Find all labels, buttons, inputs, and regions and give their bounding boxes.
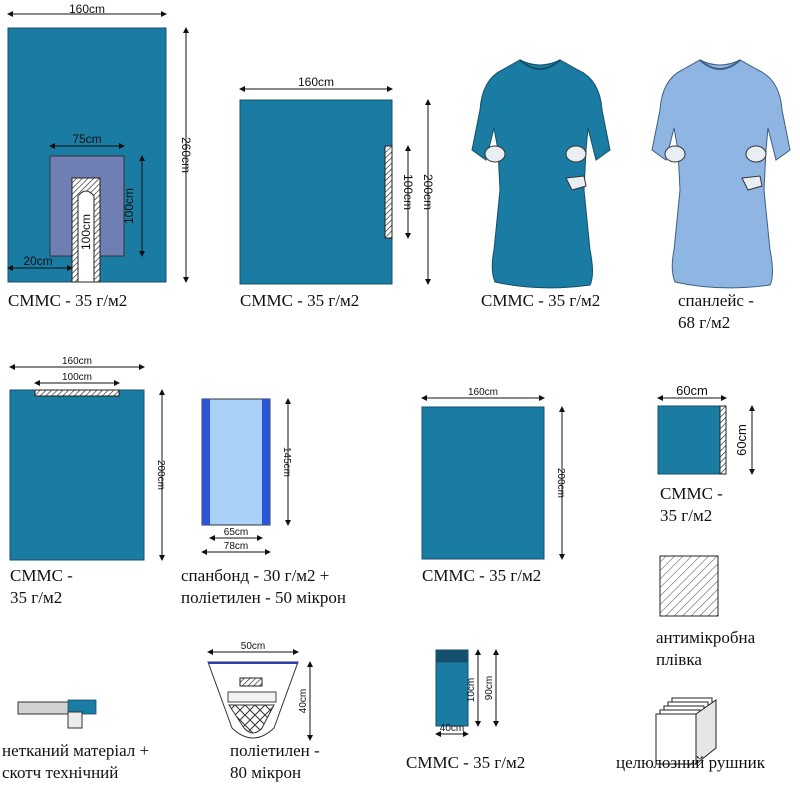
caption-pouch: поліетилен - 80 мікрон [230, 740, 320, 784]
cover-small-sheet [435, 649, 469, 727]
dim-width: 40cm [440, 723, 464, 734]
dim-height: 60cm [734, 424, 749, 456]
dim-length: 40cm [298, 689, 309, 713]
dim-inner-width: 65cm [224, 527, 248, 538]
dim-panel-height: 100cm [122, 188, 136, 224]
drape-small-tape [719, 405, 727, 475]
drape-small-sheet [657, 405, 727, 475]
film-swatch [659, 555, 719, 617]
drape-tape-sheet [239, 99, 393, 285]
caption-film: антимікробна плівка [656, 627, 755, 671]
dim-width: 50cm [241, 641, 265, 652]
dim-length: 90cm [484, 676, 495, 700]
caption-line: целюлозний рушник [616, 753, 765, 772]
dim-width: 160cm [62, 356, 92, 367]
caption-cover-small: СММС - 35 г/м2 [406, 752, 525, 774]
caption-line: плівка [656, 650, 702, 669]
caption-line: СММС - 35 г/м2 [481, 291, 601, 310]
caption-line: скотч технічний [2, 763, 119, 782]
dim-offset: 20cm [23, 254, 52, 268]
caption-cover-spunbond: спанбонд - 30 г/м2 + поліетилен - 50 мік… [181, 565, 346, 609]
caption-line: СММС - 35 г/м2 [8, 291, 128, 310]
dim-panel-width: 75cm [72, 132, 101, 146]
caption-line: спанлейс - [678, 291, 754, 310]
gown-smms-cuff-left [484, 145, 506, 163]
caption-line: СММС - [10, 566, 73, 585]
caption-line: поліетилен - 50 мікрон [181, 588, 347, 607]
cover-spunbond-sheet [201, 398, 271, 526]
caption-line: нетканий матеріал + [2, 741, 150, 760]
caption-line: спанбонд - 30 г/м2 + [181, 566, 330, 585]
dim-width: 160cm [69, 2, 105, 16]
caption-drape-small: СММС - 35 г/м2 [660, 483, 723, 527]
drape-plain: 160cm 200cm [421, 387, 566, 560]
caption-line: СММС - 35 г/м2 [240, 291, 360, 310]
dim-length: 145cm [281, 447, 292, 477]
caption-drape-plain: СММС - 35 г/м2 [422, 565, 541, 587]
caption-towels: целюлозний рушник [616, 752, 765, 774]
dim-slit-length: 100cm [79, 214, 93, 250]
caption-line: 80 мікрон [230, 763, 302, 782]
gown-spunlace-cuff-left [664, 145, 686, 163]
drape-top: 160cm 100cm 200cm [9, 356, 166, 561]
caption-drape-tape: СММС - 35 г/м2 [240, 290, 359, 312]
caption-line: 35 г/м2 [10, 588, 63, 607]
dim-width: 60cm [676, 383, 708, 398]
gown-smms-cuff-right [565, 145, 587, 163]
dim-length: 200cm [555, 468, 566, 498]
dim-width: 160cm [468, 387, 498, 398]
dim-length: 200cm [155, 460, 166, 490]
dim-width: 160cm [298, 75, 334, 89]
drape-top-sheet [9, 389, 145, 561]
gown-spunlace [651, 59, 791, 289]
gown-smms-body [471, 59, 611, 289]
cover-small-cuff [435, 649, 469, 663]
caption-line: антимікробна [656, 628, 756, 647]
dim-tape-length: 100cm [401, 174, 415, 210]
caption-drape-slit: СММС - 35 г/м2 [8, 290, 127, 312]
caption-line: СММС - [660, 484, 723, 503]
cover-small: 10cm 90cm 40cm [435, 649, 499, 737]
drape-small: 60cm 60cm [657, 383, 755, 475]
gown-spunlace-cuff-right [745, 145, 767, 163]
caption-tape-tab: нетканий матеріал + скотч технічний [2, 740, 149, 784]
cover-spunbond: 145cm 65cm 78cm [201, 398, 292, 555]
cover-spunbond-edge-right [262, 399, 270, 525]
caption-line: 68 г/м2 [678, 313, 731, 332]
gown-smms [471, 59, 611, 289]
caption-drape-top: СММС - 35 г/м2 [10, 565, 73, 609]
drape-plain-sheet [421, 406, 545, 560]
dim-tape-width: 100cm [62, 372, 92, 383]
caption-gown-smms: СММС - 35 г/м2 [481, 290, 600, 312]
dim-cuff-length: 10cm [466, 678, 477, 702]
caption-line: СММС - 35 г/м2 [422, 566, 542, 585]
caption-gown-spunlace: спанлейс - 68 г/м2 [678, 290, 754, 334]
caption-line: 35 г/м2 [660, 506, 713, 525]
dim-length: 200cm [421, 174, 435, 210]
pouch: 50cm 40cm [207, 641, 313, 741]
towels [655, 697, 717, 766]
drape-slit-opening [77, 190, 95, 283]
tape-tab [17, 699, 97, 729]
drape-tape-strip [384, 145, 393, 239]
drape-tape: 160cm 100cm 200cm [239, 75, 435, 285]
cover-spunbond-edge-left [202, 399, 210, 525]
tape-tab-flap [67, 711, 83, 729]
drape-top-tape [34, 389, 120, 397]
caption-line: поліетилен - [230, 741, 320, 760]
film [659, 555, 719, 617]
caption-line: СММС - 35 г/м2 [406, 753, 526, 772]
dim-length: 260cm [179, 137, 193, 173]
dim-outer-width: 78cm [224, 541, 248, 552]
drape-slit: 160cm 260cm 75cm 100cm 100cm 20cm [7, 2, 193, 283]
gown-spunlace-body [651, 59, 791, 289]
